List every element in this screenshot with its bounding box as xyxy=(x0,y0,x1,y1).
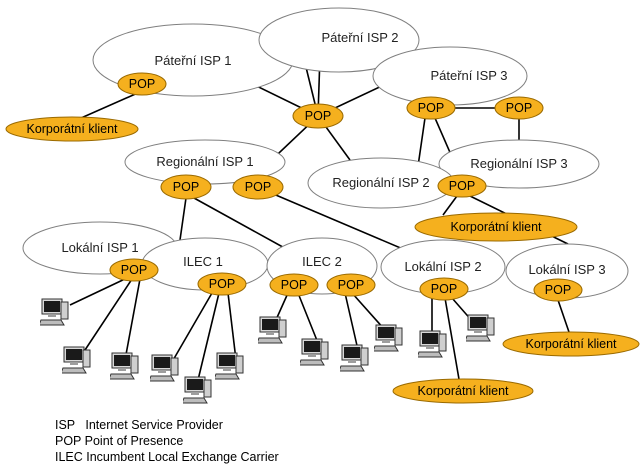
legend-pop: POP Point of Presence xyxy=(55,434,184,448)
svg-text:POP: POP xyxy=(209,277,235,291)
svg-text:POP: POP xyxy=(173,180,199,194)
computer-icon xyxy=(40,298,69,326)
link-reg1pop-local2 xyxy=(263,189,411,253)
link-ilec1pop-pc5 xyxy=(197,292,220,381)
computer-icon xyxy=(340,344,369,372)
corporate-client-3-label: Korporátní klient xyxy=(417,384,509,398)
link-local3pop-client xyxy=(557,299,571,336)
svg-text:POP: POP xyxy=(431,282,457,296)
svg-text:POP: POP xyxy=(449,179,475,193)
local-isp-1-label: Lokální ISP 1 xyxy=(61,240,138,255)
svg-text:POP: POP xyxy=(338,278,364,292)
link-local1pop-pc2 xyxy=(84,278,133,351)
svg-text:POP: POP xyxy=(305,109,331,123)
computer-icon xyxy=(183,376,212,404)
computer-icon xyxy=(215,352,244,380)
backbone-isp-2-node xyxy=(258,7,420,73)
link-reg1pop-ilec2 xyxy=(193,197,291,252)
corporate-client-1: Korporátní klient xyxy=(5,116,139,142)
legend-ilec: ILEC Incumbent Local Exchange Carrier xyxy=(55,450,279,464)
pop-local-3: POP xyxy=(533,278,583,302)
pop-backbone-hub: POP xyxy=(292,103,344,129)
local-isp-2-label: Lokální ISP 2 xyxy=(404,259,481,274)
svg-text:POP: POP xyxy=(245,180,271,194)
svg-text:POP: POP xyxy=(129,77,155,91)
link-reg1pop-local1 xyxy=(179,197,187,241)
corporate-client-4: Korporátní klient xyxy=(502,331,640,357)
backbone-isp-1-label: Páteřní ISP 1 xyxy=(154,53,231,68)
pop-ilec-2-left: POP xyxy=(269,273,319,297)
backbone-isp-2-label: Páteřní ISP 2 xyxy=(321,30,398,45)
ilec-2-label: ILEC 2 xyxy=(302,254,342,269)
pop-regional-3: POP xyxy=(437,174,487,198)
isp-labels: Páteřní ISP 1 Páteřní ISP 2 Páteřní ISP … xyxy=(61,30,605,277)
pop-backbone-3-right: POP xyxy=(494,96,544,120)
local-isp-3-label: Lokální ISP 3 xyxy=(528,262,605,277)
pop-ilec-1: POP xyxy=(197,272,247,296)
ilec-1-label: ILEC 1 xyxy=(183,254,223,269)
link-local2pop-client xyxy=(444,297,461,386)
pop-regional-1-left: POP xyxy=(160,174,212,200)
link-ilec2pop-pc9 xyxy=(344,292,359,351)
corporate-client-4-label: Korporátní klient xyxy=(525,337,617,351)
link-ilec1pop-pc4 xyxy=(171,292,213,363)
pop-regional-1-right: POP xyxy=(232,174,284,200)
pop-local-2: POP xyxy=(419,277,469,301)
computer-icon xyxy=(150,354,179,382)
computer-icon xyxy=(418,330,447,358)
legend-isp: ISP Internet Service Provider xyxy=(55,418,223,432)
corporate-client-2: Korporátní klient xyxy=(414,212,578,242)
link-local1pop-pc1 xyxy=(69,277,128,306)
svg-text:POP: POP xyxy=(506,101,532,115)
pop-backbone-1: POP xyxy=(117,72,167,96)
svg-text:POP: POP xyxy=(281,278,307,292)
svg-text:POP: POP xyxy=(121,263,147,277)
corporate-clients: Korporátní klient Korporátní klient Korp… xyxy=(5,116,640,404)
corporate-client-1-label: Korporátní klient xyxy=(26,122,118,136)
link-reg3pop-client xyxy=(442,195,458,216)
regional-isp-3-label: Regionální ISP 3 xyxy=(470,156,567,171)
computer-icon xyxy=(466,314,495,342)
corporate-client-2-label: Korporátní klient xyxy=(450,220,542,234)
backbone-isp-3-label: Páteřní ISP 3 xyxy=(430,68,507,83)
pops: POP POP POP POP POP POP POP POP xyxy=(109,72,583,302)
regional-isp-2-label: Regionální ISP 2 xyxy=(332,175,429,190)
computer-icon xyxy=(258,316,287,344)
pop-local-1: POP xyxy=(109,258,159,282)
corporate-client-3: Korporátní klient xyxy=(392,378,534,404)
link-ilec2pop-pc10 xyxy=(351,292,386,331)
svg-text:POP: POP xyxy=(545,283,571,297)
pop-ilec-2-right: POP xyxy=(326,273,376,297)
link-local1pop-pc3 xyxy=(124,278,141,361)
regional-isp-1-label: Regionální ISP 1 xyxy=(156,154,253,169)
computer-icon xyxy=(300,338,329,366)
link-ilec1pop-pc6 xyxy=(227,292,237,361)
pop-backbone-3-left: POP xyxy=(406,96,456,120)
svg-text:POP: POP xyxy=(418,101,444,115)
regional-isp-3-node xyxy=(438,139,600,189)
computer-icon xyxy=(374,324,403,352)
computer-icon xyxy=(110,352,139,380)
computer-icon xyxy=(62,346,91,374)
